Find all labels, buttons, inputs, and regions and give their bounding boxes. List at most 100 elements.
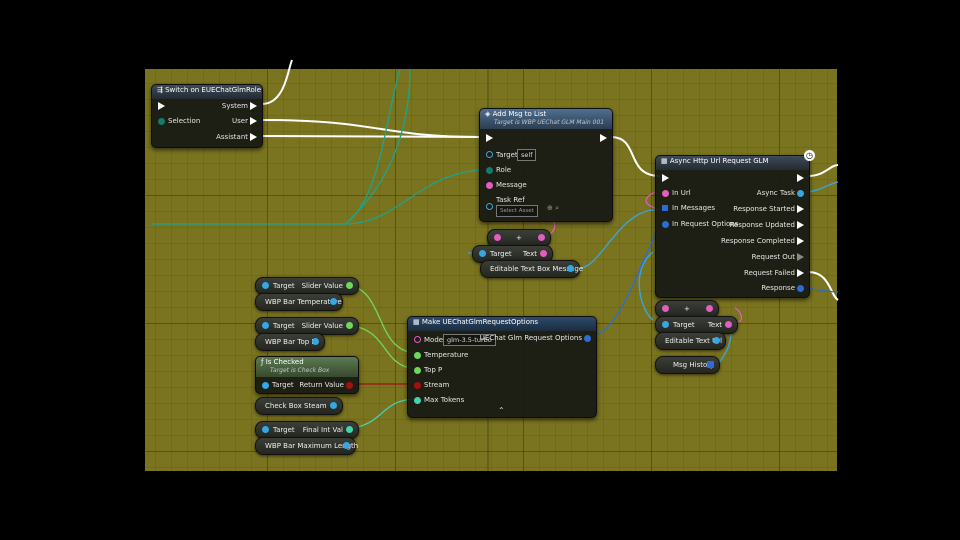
target-label: Target bbox=[272, 381, 294, 389]
async-task-pin[interactable] bbox=[797, 190, 804, 197]
wbp-bar-max-length-node[interactable]: WBP Bar Maximum Length bbox=[255, 437, 358, 455]
string-out-pin[interactable] bbox=[538, 234, 545, 241]
check-box-steam-label: Check Box Steam bbox=[265, 402, 327, 410]
string-in-pin[interactable] bbox=[494, 234, 501, 241]
switch-on-role-node[interactable]: ⇶ Switch on EUEChatGlmRole System Select… bbox=[151, 84, 263, 148]
object-pin[interactable] bbox=[312, 338, 319, 345]
request-out-label: Request Out bbox=[751, 253, 795, 261]
model-value-field[interactable]: glm-3.5-turbo bbox=[443, 334, 496, 346]
target-pin[interactable] bbox=[662, 321, 669, 328]
final-int-val-pin[interactable] bbox=[346, 426, 353, 433]
role-pin[interactable] bbox=[486, 167, 493, 174]
user-exec-pin[interactable] bbox=[250, 117, 257, 125]
object-pin[interactable] bbox=[330, 402, 337, 409]
text-pin[interactable] bbox=[540, 250, 547, 257]
slider-value-label: Slider Value bbox=[301, 282, 343, 290]
wbp-bar-top-p-node[interactable]: WBP Bar Top P bbox=[255, 333, 325, 351]
role-label: Role bbox=[496, 166, 512, 174]
text-label: Text bbox=[522, 250, 537, 258]
target-label: Target bbox=[673, 321, 695, 329]
model-pin[interactable] bbox=[414, 336, 421, 343]
temperature-pin[interactable] bbox=[414, 352, 421, 359]
is-checked-node[interactable]: ƒ Is Checked Target is Check Box Target … bbox=[255, 356, 359, 394]
response-started-pin[interactable] bbox=[797, 205, 804, 213]
switch-icon: ⇶ bbox=[157, 86, 163, 94]
object-pin[interactable] bbox=[713, 337, 720, 344]
assistant-exec-pin[interactable] bbox=[250, 133, 257, 141]
stream-pin[interactable] bbox=[414, 382, 421, 389]
request-failed-label: Request Failed bbox=[744, 269, 795, 277]
top-p-pin[interactable] bbox=[414, 367, 421, 374]
async-task-label: Async Task bbox=[756, 189, 795, 197]
node-title: Add Msg to List bbox=[492, 110, 547, 118]
target-value-field[interactable]: self bbox=[517, 149, 537, 161]
string-in-pin[interactable] bbox=[662, 305, 669, 312]
output-pin[interactable] bbox=[584, 335, 591, 342]
target-pin[interactable] bbox=[486, 151, 493, 158]
max-tokens-pin[interactable] bbox=[414, 397, 421, 404]
object-pin[interactable] bbox=[330, 298, 337, 305]
exec-in-pin[interactable] bbox=[486, 134, 493, 142]
response-updated-pin[interactable] bbox=[797, 221, 804, 229]
system-exec-pin[interactable] bbox=[250, 102, 257, 110]
array-pin[interactable] bbox=[707, 361, 714, 368]
node-header: ▦ Make UEChatGlmRequestOptions bbox=[408, 317, 596, 331]
response-pin[interactable] bbox=[797, 285, 804, 292]
target-pin[interactable] bbox=[262, 382, 269, 389]
function-icon: ◈ bbox=[485, 110, 491, 118]
check-box-steam-node[interactable]: Check Box Steam bbox=[255, 397, 343, 415]
exec-in-pin[interactable] bbox=[662, 174, 669, 182]
node-title: Switch on EUEChatGlmRole bbox=[165, 86, 262, 94]
exec-out-pin[interactable] bbox=[600, 134, 607, 142]
text-label: Text bbox=[707, 321, 722, 329]
task-ref-select[interactable]: Select Asset bbox=[496, 205, 538, 217]
object-pin[interactable] bbox=[567, 265, 574, 272]
task-ref-pin[interactable] bbox=[486, 203, 493, 210]
in-request-options-pin[interactable] bbox=[662, 221, 669, 228]
target-pin[interactable] bbox=[262, 282, 269, 289]
slider-value-pin[interactable] bbox=[346, 322, 353, 329]
object-pin[interactable] bbox=[343, 442, 350, 449]
text-pin[interactable] bbox=[725, 321, 732, 328]
async-http-request-node[interactable]: ▦ Async Http Url Request GLM ◷ In Url As… bbox=[655, 150, 815, 298]
wbp-bar-temperature-node[interactable]: WBP Bar Temperature bbox=[255, 293, 343, 311]
get-text-node-2[interactable]: Target Text bbox=[655, 316, 738, 334]
append-string-node[interactable]: + bbox=[487, 229, 551, 247]
node-title: Make UEChatGlmRequestOptions bbox=[421, 318, 539, 326]
target-label: Target bbox=[273, 426, 295, 434]
node-subtitle: Target is Check Box bbox=[270, 367, 330, 374]
request-failed-pin[interactable] bbox=[797, 269, 804, 277]
request-out-pin[interactable] bbox=[797, 253, 804, 261]
editable-text-url-label: Editable Text Url bbox=[665, 337, 723, 345]
msg-history-node[interactable]: Msg History bbox=[655, 356, 720, 374]
function-icon: ƒ bbox=[261, 358, 264, 366]
user-label: User bbox=[232, 117, 248, 125]
node-header: ▦ Async Http Url Request GLM bbox=[656, 156, 809, 170]
editable-text-box-message-node[interactable]: Editable Text Box Message bbox=[480, 260, 584, 278]
slider-value-pin[interactable] bbox=[346, 282, 353, 289]
wbp-bar-top-p-label: WBP Bar Top P bbox=[265, 338, 316, 346]
add-asset-icon[interactable]: ⊕ ⌕ bbox=[547, 204, 560, 212]
in-messages-label: In Messages bbox=[672, 204, 716, 212]
stream-label: Stream bbox=[424, 381, 450, 389]
exec-out-pin[interactable] bbox=[797, 174, 804, 182]
target-pin[interactable] bbox=[262, 426, 269, 433]
response-updated-label: Response Updated bbox=[729, 221, 795, 229]
string-out-pin[interactable] bbox=[706, 305, 713, 312]
message-pin[interactable] bbox=[486, 182, 493, 189]
in-messages-pin[interactable] bbox=[662, 205, 668, 211]
target-pin[interactable] bbox=[262, 322, 269, 329]
editable-text-url-node[interactable]: Editable Text Url bbox=[655, 332, 726, 350]
node-header: ƒ Is Checked Target is Check Box bbox=[256, 357, 358, 377]
selection-pin[interactable] bbox=[158, 118, 165, 125]
editable-text-box-message-label: Editable Text Box Message bbox=[490, 265, 584, 273]
return-value-pin[interactable] bbox=[346, 382, 353, 389]
target-pin[interactable] bbox=[479, 250, 486, 257]
make-request-options-node[interactable]: ▦ Make UEChatGlmRequestOptions Model glm… bbox=[407, 316, 597, 418]
exec-in-pin[interactable] bbox=[158, 102, 165, 110]
assistant-label: Assistant bbox=[216, 133, 248, 141]
collapse-chevron-icon[interactable]: ⌃ bbox=[498, 406, 505, 415]
in-url-pin[interactable] bbox=[662, 190, 669, 197]
response-completed-pin[interactable] bbox=[797, 237, 804, 245]
add-msg-to-list-node[interactable]: ◈ Add Msg to List Target is WBP UEChat G… bbox=[479, 108, 613, 222]
